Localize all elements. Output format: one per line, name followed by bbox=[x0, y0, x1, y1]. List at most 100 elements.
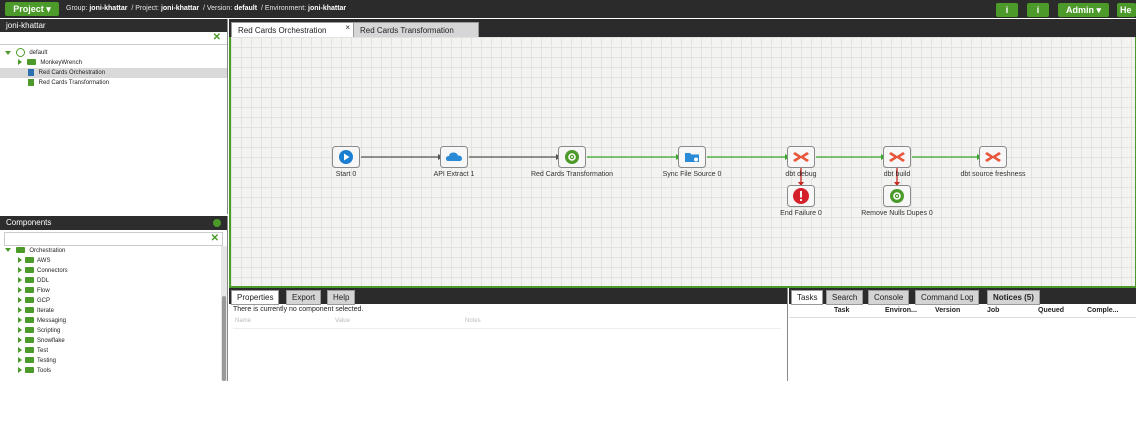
scrollbar-thumb[interactable] bbox=[222, 296, 226, 381]
collapse-arrow-icon[interactable] bbox=[18, 307, 22, 314]
play-icon bbox=[332, 146, 360, 168]
project-filter-input[interactable]: ✕ bbox=[0, 32, 227, 45]
node-label-sync: Sync File Source 0 bbox=[662, 171, 722, 178]
info-button-2[interactable]: i bbox=[1027, 3, 1049, 17]
info-button-1[interactable]: i bbox=[996, 3, 1018, 17]
node-dupes[interactable] bbox=[883, 185, 911, 207]
breadcrumb: Group: joni-khattar / Project: joni-khat… bbox=[66, 5, 347, 12]
project-explorer: joni-khattar ✕ default MonkeyWrench Red … bbox=[0, 19, 228, 214]
tab-red-cards-transformation[interactable]: Red Cards Transformation bbox=[353, 22, 479, 38]
tab-red-cards-orchestration[interactable]: Red Cards Orchestration × bbox=[231, 22, 354, 38]
expand-arrow-icon[interactable] bbox=[5, 50, 11, 55]
help-menu-button[interactable]: He bbox=[1117, 3, 1136, 17]
node-label-build: dbt build bbox=[883, 171, 911, 178]
collapse-arrow-icon[interactable] bbox=[18, 357, 22, 364]
tab-console[interactable]: Console bbox=[868, 290, 910, 305]
clear-filter-icon[interactable]: ✕ bbox=[212, 32, 221, 43]
clear-components-filter-icon[interactable]: ✕ bbox=[210, 233, 219, 244]
component-group-orchestration[interactable]: Orchestration bbox=[0, 246, 218, 256]
top-bar bbox=[0, 0, 1136, 18]
gear-icon bbox=[883, 185, 911, 207]
collapse-arrow-icon[interactable] bbox=[18, 267, 22, 274]
tasks-panel: Tasks Search Console Command Log Notices… bbox=[789, 288, 1136, 381]
collapse-arrow-icon[interactable] bbox=[18, 317, 22, 324]
breadcrumb-group: joni-khattar bbox=[89, 5, 128, 12]
tab-command-log[interactable]: Command Log bbox=[915, 290, 980, 305]
dbt-icon bbox=[883, 146, 911, 168]
tab-help[interactable]: Help bbox=[327, 290, 356, 305]
gear-icon bbox=[558, 146, 586, 168]
node-debug[interactable] bbox=[787, 146, 815, 168]
node-fail[interactable] bbox=[787, 185, 815, 207]
tree-root-default[interactable]: default bbox=[0, 48, 227, 58]
node-label-fail: End Failure 0 bbox=[780, 210, 822, 217]
col-version[interactable]: Version bbox=[935, 307, 961, 314]
cloud-icon bbox=[440, 146, 468, 168]
components-filter-input[interactable]: ✕ bbox=[4, 232, 223, 246]
collapse-arrow-icon[interactable] bbox=[18, 277, 22, 284]
components-title: Components bbox=[0, 216, 227, 230]
admin-menu-button[interactable]: Admin ▾ bbox=[1058, 3, 1109, 17]
component-group-snowflake[interactable]: Snowflake bbox=[0, 336, 218, 346]
collapse-arrow-icon[interactable] bbox=[18, 327, 22, 334]
project-menu-button[interactable]: Project ▾ bbox=[5, 2, 59, 16]
col-completed[interactable]: Comple... bbox=[1087, 307, 1119, 314]
transformation-job-icon bbox=[28, 78, 34, 86]
project-explorer-title: joni-khattar bbox=[0, 19, 227, 32]
tab-properties[interactable]: Properties bbox=[231, 290, 280, 305]
collapse-arrow-icon[interactable] bbox=[18, 257, 22, 264]
folder-icon bbox=[25, 317, 34, 324]
folder-icon bbox=[26, 59, 36, 66]
collapse-arrow-icon[interactable] bbox=[18, 287, 22, 294]
tree-item-monkeywrench[interactable]: MonkeyWrench bbox=[0, 58, 227, 68]
component-group-gcp[interactable]: GCP bbox=[0, 296, 218, 306]
folder-icon bbox=[15, 247, 25, 254]
node-api[interactable] bbox=[440, 146, 468, 168]
node-build[interactable] bbox=[883, 146, 911, 168]
tree-item-red-cards-transformation[interactable]: Red Cards Transformation bbox=[0, 78, 227, 88]
folder-icon bbox=[25, 337, 34, 344]
components-scrollbar[interactable] bbox=[221, 246, 227, 381]
folder-icon bbox=[678, 146, 706, 168]
component-group-ddl[interactable]: DDL bbox=[0, 276, 218, 286]
tab-tasks[interactable]: Tasks bbox=[791, 290, 824, 305]
collapse-arrow-icon[interactable] bbox=[18, 337, 22, 344]
node-sync[interactable] bbox=[678, 146, 706, 168]
component-group-connectors[interactable]: Connectors bbox=[0, 266, 218, 276]
expand-arrow-icon[interactable] bbox=[5, 248, 11, 253]
collapse-panel-icon[interactable] bbox=[213, 219, 221, 227]
tab-notices[interactable]: Notices (5) bbox=[987, 290, 1040, 305]
collapse-arrow-icon[interactable] bbox=[18, 59, 22, 66]
folder-icon bbox=[25, 277, 34, 284]
col-environment[interactable]: Environ... bbox=[885, 307, 917, 314]
node-transform[interactable] bbox=[558, 146, 586, 168]
col-task[interactable]: Task bbox=[834, 307, 850, 314]
component-group-aws[interactable]: AWS bbox=[0, 256, 218, 266]
collapse-arrow-icon[interactable] bbox=[18, 297, 22, 304]
component-group-testing[interactable]: Testing bbox=[0, 356, 218, 366]
properties-table-header: Name Value Notes bbox=[233, 318, 781, 329]
tab-export[interactable]: Export bbox=[286, 290, 322, 305]
component-group-flow[interactable]: Flow bbox=[0, 286, 218, 296]
component-group-tools[interactable]: Tools bbox=[0, 366, 218, 376]
project-root-icon bbox=[15, 48, 25, 57]
collapse-arrow-icon[interactable] bbox=[18, 347, 22, 354]
component-group-scripting[interactable]: Scripting bbox=[0, 326, 218, 336]
node-fresh[interactable] bbox=[979, 146, 1007, 168]
collapse-arrow-icon[interactable] bbox=[18, 367, 22, 374]
properties-panel: Properties Export Help There is currentl… bbox=[229, 288, 788, 381]
dbt-icon bbox=[787, 146, 815, 168]
tab-search[interactable]: Search bbox=[826, 290, 864, 305]
close-tab-icon[interactable]: × bbox=[345, 23, 350, 32]
folder-icon bbox=[25, 267, 34, 274]
component-group-iterate[interactable]: Iterate bbox=[0, 306, 218, 316]
col-job[interactable]: Job bbox=[987, 307, 1000, 314]
node-start[interactable] bbox=[332, 146, 360, 168]
tree-item-red-cards-orchestration[interactable]: Red Cards Orchestration bbox=[0, 68, 227, 78]
component-group-test[interactable]: Test bbox=[0, 346, 218, 356]
component-group-messaging[interactable]: Messaging bbox=[0, 316, 218, 326]
col-queued[interactable]: Queued bbox=[1038, 307, 1065, 314]
orchestration-job-icon bbox=[28, 68, 34, 76]
